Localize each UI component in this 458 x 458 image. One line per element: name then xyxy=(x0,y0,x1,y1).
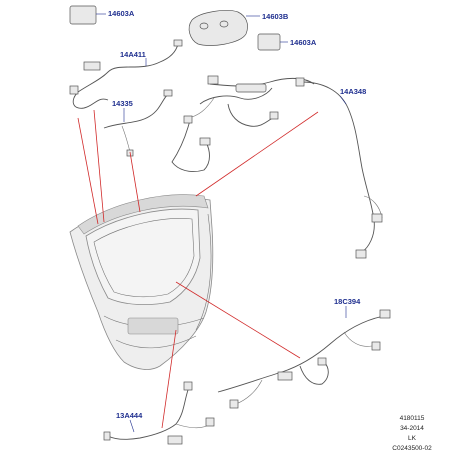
harness-14a411-branch xyxy=(72,91,109,109)
label-14603a-right: 14603A xyxy=(290,38,317,47)
label-13a444: 13A444 xyxy=(116,411,143,420)
harness-14a411-main xyxy=(77,43,179,93)
reference-code: C0243500-02 xyxy=(392,445,432,452)
connector xyxy=(199,137,211,146)
label-14a411: 14A411 xyxy=(120,50,146,59)
harness-center-down xyxy=(171,119,210,173)
reference-number: 4180115 xyxy=(400,415,425,422)
connector xyxy=(269,111,279,120)
harness-14a348-main xyxy=(301,81,375,253)
connector xyxy=(163,89,173,97)
harness-13a444-main xyxy=(107,389,189,440)
pointer-line xyxy=(93,109,105,223)
connector xyxy=(355,249,367,259)
connector xyxy=(371,341,381,351)
pointer-line xyxy=(129,151,141,213)
component-14603a-right xyxy=(257,33,281,51)
pointer-line xyxy=(77,117,99,225)
callout-leaders xyxy=(96,13,347,433)
harness-13a444 xyxy=(103,381,215,445)
label-14603a-top: 14603A xyxy=(108,9,135,18)
connector xyxy=(229,399,239,409)
leader-line xyxy=(339,95,347,105)
harness-center-branch xyxy=(227,103,277,127)
harness-center-main xyxy=(209,77,315,87)
pad-14603b xyxy=(188,10,248,46)
pointer-line xyxy=(175,281,301,359)
connector xyxy=(173,39,183,47)
harness-18c394 xyxy=(217,309,391,409)
connector xyxy=(277,371,293,381)
harness-14335-branch xyxy=(121,125,131,153)
pointer-lines xyxy=(77,109,319,429)
harness-14a411 xyxy=(69,39,183,109)
pointer-line xyxy=(161,329,177,429)
rear-window xyxy=(85,208,201,306)
pad-14603a-top xyxy=(69,5,97,25)
connector xyxy=(83,61,101,71)
connector xyxy=(69,85,79,95)
harness-18c394-branch-1 xyxy=(299,361,329,385)
harness-14335-main xyxy=(103,93,169,129)
connector xyxy=(103,431,111,441)
connector xyxy=(379,309,391,319)
component-14603a-top xyxy=(69,5,97,25)
pad-hole xyxy=(219,20,229,28)
leader-line xyxy=(129,419,135,433)
tailgate-lower-edge-2 xyxy=(115,335,197,349)
pad-hole xyxy=(199,22,209,30)
label-14603b: 14603B xyxy=(262,12,289,21)
label-14335: 14335 xyxy=(112,99,133,108)
reference-block: 4180115 34-2014 LK C0243500-02 xyxy=(392,415,432,452)
connector xyxy=(167,435,183,445)
harness-center-branch-2 xyxy=(187,97,215,119)
tailgate-spoiler xyxy=(77,194,209,235)
connector xyxy=(295,77,305,87)
harness-18c394-main xyxy=(217,315,385,393)
connector xyxy=(235,83,267,93)
harness-18c394-branch-3 xyxy=(235,379,263,405)
connector xyxy=(371,213,383,223)
harness-center-loop xyxy=(199,87,273,105)
connector xyxy=(205,417,215,427)
harness-center xyxy=(171,75,315,173)
window-inner-frame xyxy=(93,218,195,298)
tailgate xyxy=(69,194,214,370)
label-18c394: 18C394 xyxy=(334,297,361,306)
label-14a348: 14A348 xyxy=(340,87,366,96)
number-plate-recess xyxy=(127,317,179,335)
harness-13a444-branch xyxy=(175,423,211,429)
reference-region: LK xyxy=(408,435,417,442)
connector xyxy=(183,381,193,391)
reference-date: 34-2014 xyxy=(400,425,424,432)
pointer-line xyxy=(195,111,319,197)
part-labels: 14603A 14603B 14603A 14A411 14335 14A348… xyxy=(108,9,366,420)
connector xyxy=(207,75,219,85)
component-14603b xyxy=(188,10,248,46)
pad-14603a-right xyxy=(257,33,281,51)
connector xyxy=(317,357,327,366)
tailgate-side-edge xyxy=(195,213,212,331)
connector xyxy=(183,115,193,124)
harness-18c394-branch-2 xyxy=(343,331,373,347)
harness-14a348 xyxy=(295,77,383,259)
